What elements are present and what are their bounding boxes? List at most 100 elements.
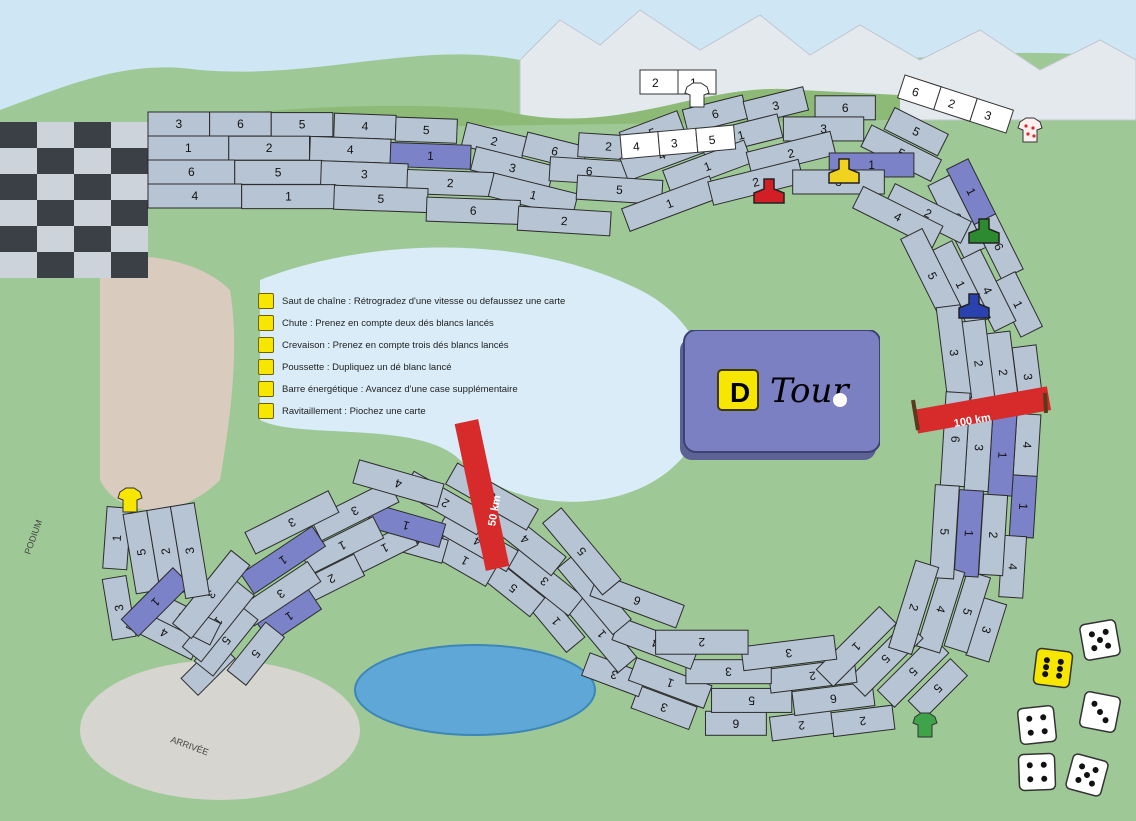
track-cell[interactable]: 1 <box>389 141 472 170</box>
track-cell[interactable]: 3 <box>169 502 211 600</box>
track-cell[interactable]: 3 <box>320 160 409 189</box>
track-cell[interactable]: 4 <box>352 459 445 508</box>
track-cell[interactable]: 5 <box>226 621 286 686</box>
die-face-3-icon <box>258 337 274 353</box>
track-cell[interactable]: 1 <box>241 184 336 210</box>
die-pip <box>1041 775 1048 782</box>
rider-pieces <box>753 158 1000 319</box>
die-face-1-icon <box>258 293 274 309</box>
die-pip <box>1056 672 1063 679</box>
die-pip <box>1092 767 1099 774</box>
track-cell[interactable]: 1 <box>565 594 638 674</box>
track-cell[interactable]: 6 <box>209 111 272 137</box>
track-cell[interactable]: 3 <box>740 634 838 672</box>
track-cell[interactable]: 2 <box>655 629 749 655</box>
yellow-rider-icon[interactable] <box>828 158 860 184</box>
die-icon[interactable] <box>1065 753 1109 797</box>
crowd-area <box>100 256 235 510</box>
track-cell[interactable]: 5 <box>883 106 949 157</box>
blue-rider-icon[interactable] <box>958 293 990 319</box>
track-cell[interactable]: 1 <box>627 657 713 709</box>
track-cell[interactable]: 6 <box>147 159 236 185</box>
track-cell[interactable]: 1 <box>662 139 753 194</box>
track-cell[interactable]: 6 <box>791 681 876 717</box>
track-cell[interactable]: 1 <box>300 516 385 575</box>
track-cell[interactable]: 2 <box>883 182 973 244</box>
die-icon[interactable] <box>1079 619 1121 661</box>
game-box[interactable]: D Tour <box>680 329 881 460</box>
game-box-graphic: D Tour <box>680 329 881 460</box>
track-cell-number: 1 <box>868 158 875 172</box>
die-icon[interactable] <box>1079 691 1121 733</box>
track-cell[interactable]: 1 <box>1008 474 1038 539</box>
die-pip <box>1027 776 1034 783</box>
track-cell[interactable]: 1 <box>147 135 230 161</box>
track-cell-number: 5 <box>377 192 384 206</box>
track-cell[interactable]: 2 <box>768 708 835 742</box>
piece-shape <box>958 293 990 319</box>
track-cell[interactable]: 2 <box>228 135 310 161</box>
checker-square <box>111 252 148 278</box>
track-cell[interactable]: 5 <box>333 184 429 214</box>
die-icon[interactable] <box>1016 704 1058 746</box>
track-cell[interactable]: 5 <box>193 604 259 677</box>
red-rider-icon[interactable] <box>753 178 785 204</box>
track-cell-number: 2 <box>786 146 796 161</box>
track-cell[interactable]: 5 <box>481 558 546 618</box>
die-pip <box>1091 645 1098 652</box>
track-cell[interactable]: 3 <box>630 684 698 731</box>
track-cell[interactable]: 4 <box>308 135 392 164</box>
track-cell[interactable]: 5 <box>575 174 664 205</box>
track-cell[interactable]: 1 <box>240 525 327 595</box>
checker-square <box>74 148 111 174</box>
track-cell-body <box>883 106 949 157</box>
track-cell[interactable]: 5 <box>234 159 322 185</box>
die-icon[interactable] <box>1032 647 1074 689</box>
legend-text: Ravitaillement : Piochez une carte <box>282 405 426 417</box>
track-cell[interactable]: 5 <box>270 112 334 138</box>
track-cell-number: 2 <box>560 214 568 228</box>
track-cell[interactable]: 2 <box>888 559 940 656</box>
track-cell-body <box>791 681 876 717</box>
track-cell[interactable]: 5 <box>542 507 622 596</box>
track-cell-body <box>943 570 992 654</box>
polka-jersey-icon <box>1017 117 1043 143</box>
track-cell-body <box>244 490 340 555</box>
track-cell[interactable]: 5 <box>907 658 969 719</box>
checker-square <box>111 200 148 226</box>
green-rider-icon[interactable] <box>968 218 1000 244</box>
checker-square <box>74 174 111 200</box>
track-cell-body <box>234 159 322 185</box>
track-cell[interactable]: 1 <box>120 567 191 637</box>
die-icon[interactable] <box>1017 752 1057 792</box>
checker-square <box>37 148 74 174</box>
track-cell-number: 2 <box>605 139 613 153</box>
track-cell[interactable]: 4 <box>1012 412 1042 477</box>
track-cell[interactable]: 5 <box>900 227 965 324</box>
track-cell-number: 5 <box>937 528 951 536</box>
track-cell[interactable]: 4 <box>333 112 397 140</box>
track-cell[interactable]: 5 <box>929 484 960 580</box>
track-cell[interactable]: 6 <box>814 95 876 121</box>
jersey-shape <box>117 487 143 513</box>
track-cell-number: 3 <box>112 603 127 612</box>
track-cell[interactable]: 1 <box>945 158 997 226</box>
legend-row: Ravitaillement : Piochez une carte <box>258 400 588 422</box>
checker-square <box>37 252 74 278</box>
track-cell-number: 3 <box>784 646 793 661</box>
track-cell[interactable]: 4 <box>147 183 243 209</box>
track-cell[interactable]: 2 <box>516 205 612 237</box>
track-cell[interactable]: 6 <box>425 196 521 225</box>
track-cell[interactable]: 5 <box>943 570 992 654</box>
track-cell-number: 2 <box>906 602 921 613</box>
track-cell[interactable]: 3 <box>244 490 340 555</box>
track-cell[interactable]: 3 <box>742 86 810 126</box>
track-cell[interactable]: 5 <box>394 116 458 144</box>
track-cell-number: 2 <box>447 176 454 190</box>
track-cell[interactable]: 3 <box>147 111 211 137</box>
podium-cell <box>695 124 737 153</box>
track-cell[interactable]: 1 <box>815 605 897 688</box>
die-body <box>1032 647 1074 689</box>
podium-cell-number: 4 <box>632 139 640 154</box>
track-cell[interactable]: 6 <box>704 710 767 736</box>
